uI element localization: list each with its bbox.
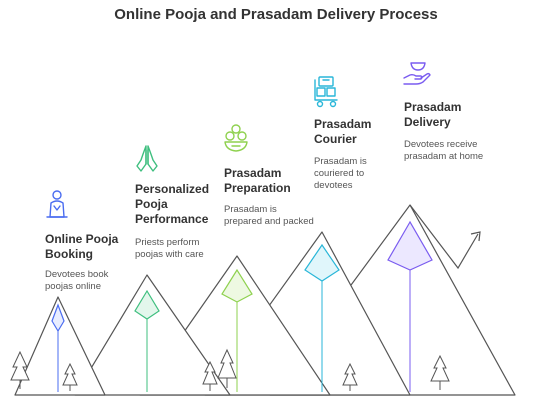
diagram-title: Online Pooja and Prasadam Delivery Proce…: [114, 6, 438, 23]
tree-6: [430, 354, 450, 390]
step-4-desc-line: Prasadam is: [314, 156, 367, 167]
step-5-description: Devotees receive prasadam at home: [404, 139, 483, 163]
step-1-desc-line: poojas online: [45, 281, 101, 292]
trees: [10, 348, 450, 391]
step-4-title-line: Courier: [314, 132, 357, 146]
step-4-desc-line: devotees: [314, 180, 353, 191]
step-5-desc-line: prasadam at home: [404, 151, 484, 162]
step-3-desc-line: Prasadam is: [224, 204, 277, 215]
step-4-title-line: Prasadam: [314, 117, 372, 131]
step-4-desc-line: couriered to: [314, 168, 365, 179]
step-1-desc-line: Devotees book: [45, 269, 109, 280]
praying-hands-icon: [136, 145, 158, 172]
trend-arrow: [409, 204, 481, 270]
step-4-title: Prasadam Courier: [314, 117, 371, 147]
sweets-bowl-icon: [224, 124, 248, 152]
step-5-desc-line: Devotees receive: [404, 139, 478, 150]
step-3-title: Prasadam Preparation: [224, 166, 291, 196]
step-5-title-line: Prasadam: [404, 100, 462, 114]
tree-1: [10, 350, 30, 389]
tree-3: [202, 360, 218, 391]
step-1-title-line: Online Pooja: [45, 232, 119, 246]
step-1-title: Online Pooja Booking: [45, 232, 118, 262]
step-3-description: Prasadam is prepared and packed: [224, 204, 314, 228]
pilgrim-icon: [46, 190, 68, 218]
step-2-description: Priests perform poojas with care: [135, 237, 204, 261]
step-1-title-line: Booking: [45, 247, 93, 261]
courier-trolley-icon: [314, 76, 338, 108]
step-5-title: Prasadam Delivery: [404, 100, 461, 130]
step-5-title-line: Delivery: [404, 115, 451, 129]
tree-4: [217, 348, 237, 388]
step-3-title-line: Prasadam: [224, 166, 282, 180]
mountain-1: [14, 296, 106, 396]
step-2-title-line: Performance: [135, 212, 209, 226]
step-1-description: Devotees book poojas online: [45, 269, 108, 293]
tree-2: [62, 362, 78, 391]
step-4-description: Prasadam is couriered to devotees: [314, 156, 367, 192]
step-3-desc-line: prepared and packed: [224, 216, 314, 227]
tree-5: [342, 362, 358, 391]
hand-receive-icon: [403, 62, 431, 85]
step-2-desc-line: Priests perform: [135, 237, 200, 248]
mountain-2: [74, 274, 231, 396]
step-3-title-line: Preparation: [224, 181, 291, 195]
step-2-desc-line: poojas with care: [135, 249, 204, 260]
step-2-title-line: Personalized: [135, 182, 210, 196]
step-2-title-line: Pooja: [135, 197, 168, 211]
step-2-title: Personalized Pooja Performance: [135, 182, 209, 227]
